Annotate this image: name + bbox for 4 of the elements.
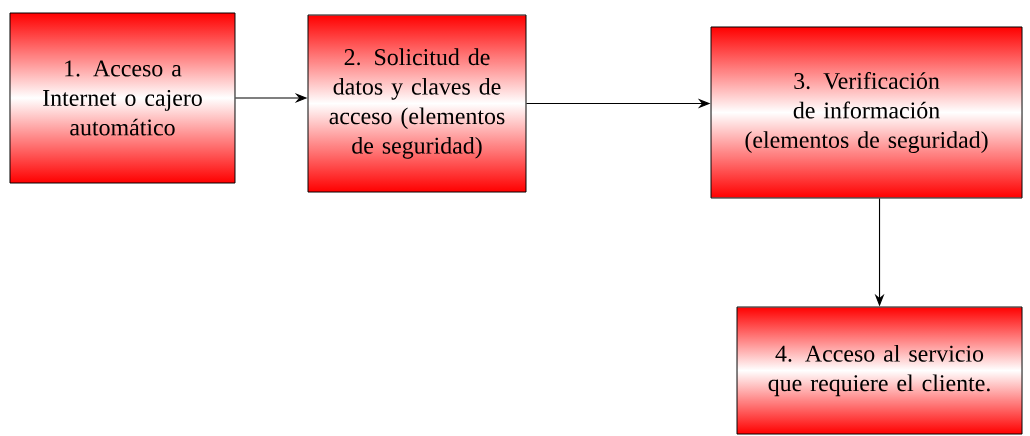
process-box: 1. Acceso a Internet o cajero automático	[9, 12, 236, 184]
process-box: 4. Acceso al servicio que requiere el cliente.	[736, 306, 1023, 435]
process-box: 2. Solicitud de datos y claves de acceso (elementos de seguridad)	[307, 14, 527, 193]
process-box: 3. Verificación de información (elementos de seguridad)	[710, 26, 1023, 199]
